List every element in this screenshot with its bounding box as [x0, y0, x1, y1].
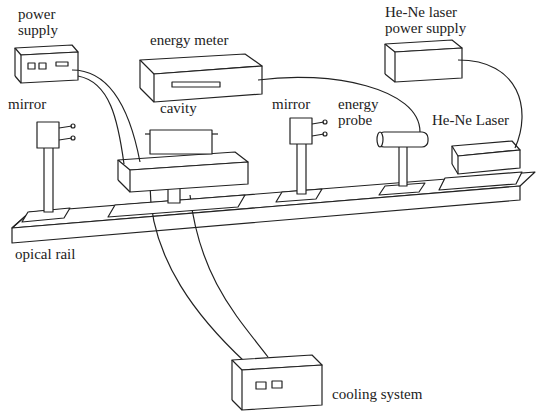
equipment-label: He-Ne Laser: [432, 112, 509, 128]
equipment-label: cooling system: [332, 386, 422, 402]
equipment-label: mirror: [8, 96, 46, 112]
equipment-label: mirror: [272, 96, 310, 112]
equipment-label: power supply: [18, 6, 74, 38]
equipment-label: He-Ne laser power supply: [385, 4, 481, 36]
equipment-label: energy probe: [338, 96, 388, 128]
equipment-label: cavity: [160, 100, 197, 116]
equipment-label: opical rail: [15, 246, 75, 262]
equipment-label: energy meter: [150, 32, 228, 48]
